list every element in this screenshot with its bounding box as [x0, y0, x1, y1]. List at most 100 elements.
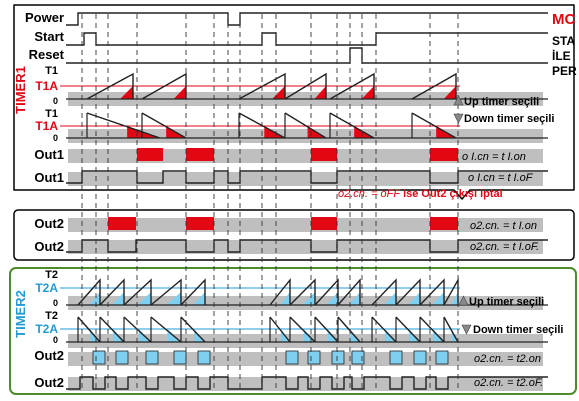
t2-up-ramp [314, 278, 339, 306]
out2-t2on-pulse [307, 350, 321, 365]
o2cn-t1of-param: o2.cn. = t I.oF. [470, 241, 539, 253]
header-line-2: İLE [552, 48, 571, 63]
t2-up-ramp [371, 278, 397, 306]
out2-t2on-pulse [331, 350, 345, 365]
t2-up-output-wedge [166, 292, 181, 305]
o2cn-t2of-param: o2.cn. = t2.oF. [474, 377, 543, 389]
frame-timer1 [13, 4, 575, 200]
t2-up-output-wedge [280, 292, 290, 305]
out-band [68, 377, 543, 391]
t2-down-ramp [269, 316, 291, 343]
out-band [68, 129, 543, 143]
t2-up-ramp [77, 278, 101, 306]
t2-down-ramp [99, 316, 125, 343]
frame-out2 [13, 209, 575, 261]
out1-off-label: Out1 [34, 170, 64, 185]
out-band [68, 352, 543, 366]
t2-up-output-wedge [408, 292, 420, 305]
down-triangle-icon [453, 113, 464, 124]
up-triangle-icon [453, 95, 464, 106]
t2a-up-label: T2A [35, 281, 58, 295]
power-label: Power [25, 10, 64, 25]
t2-down-label: T2 [45, 310, 58, 322]
t2-up-ramp [395, 278, 421, 306]
t2-down-output-wedge [90, 329, 100, 342]
t2-down-ramp [150, 316, 182, 343]
o2cn-off-note: ise Out2 çıkışı iptal [403, 188, 503, 200]
t2-up-triangle-icon [458, 295, 469, 306]
threshold-reference-lines [60, 85, 460, 330]
t1-down-ramp [411, 112, 457, 139]
t2a-down-label: T2A [35, 322, 58, 336]
t2-up-ramp [180, 278, 206, 306]
t1-up-output-wedge [173, 86, 186, 99]
out1-on-pulse [430, 148, 458, 161]
out2-t1on-pulse [311, 217, 337, 230]
out2-t2on-pulse [173, 350, 187, 365]
t2-up-ramp [337, 278, 361, 306]
t2-up-ramp [289, 278, 316, 306]
out1-on-pulse [311, 148, 337, 161]
t2-down-ramp [289, 316, 316, 343]
t1a-down-label: T1A [35, 119, 58, 133]
t1-up-ramp [411, 72, 457, 100]
t1-up-ramp [329, 72, 375, 100]
t2-zero-up-label: 0 [53, 298, 58, 308]
out2-t2on-pulse [413, 350, 427, 365]
t1-up-output-wedge [272, 86, 285, 99]
t2-down-output-wedge [194, 329, 205, 342]
o1cn-ton-param: o I.cn = t I.on [462, 151, 526, 163]
t2-up-output-wedge [326, 292, 338, 305]
out2-t2on-pulse [92, 350, 106, 365]
reset-label: Reset [29, 47, 65, 62]
t1-up-output-wedge [361, 86, 374, 99]
t2-down-ramp [419, 316, 445, 343]
t2-down-ramp [314, 316, 339, 343]
out2-t2on-label: Out2 [34, 348, 64, 363]
t2-down-ramp [443, 316, 459, 343]
t1-up-output-wedge [314, 86, 326, 99]
t2-up-ramp [150, 278, 182, 306]
o2cn-t2on-param: o2.cn. = t2.on [474, 353, 541, 365]
t2-down-ramp [337, 316, 361, 343]
t2-up-ramp [419, 278, 445, 306]
header-title: MC [552, 11, 575, 28]
o1cn-tof-param: o I.cn = t I.oF [468, 172, 534, 184]
reset-waveform [66, 47, 548, 64]
timer2-down-caption: Down timer seçili [473, 324, 563, 336]
t1a-up-label: T1A [35, 79, 58, 93]
timer2-up-caption: Up timer seçili [469, 296, 544, 308]
power-waveform [66, 12, 548, 26]
t2-up-ramp [123, 278, 152, 306]
out2-t2of-waveform [66, 376, 548, 390]
zero-up-label: 0 [53, 96, 58, 106]
out2-t2on-pulse [115, 350, 129, 365]
out2-t2on-pulse [285, 350, 299, 365]
t2-down-triangle-icon [461, 324, 472, 335]
t2-down-output-wedge [327, 329, 338, 342]
t2-up-label: T2 [45, 269, 58, 281]
out2-on-label: Out2 [34, 216, 64, 231]
out2-t2on-pulse [145, 350, 159, 365]
header-line-1: STA [552, 34, 575, 48]
t1-down-ramp [86, 112, 161, 139]
start-label: Start [34, 29, 64, 44]
out2-t1on-pulse [430, 217, 458, 230]
t2-down-ramp [123, 316, 152, 343]
out2-t2on-pulse [351, 350, 365, 365]
t2-up-output-wedge [451, 292, 458, 305]
t1-up-output-wedge [443, 86, 456, 99]
t2-up-output-wedge [89, 292, 100, 305]
out1-on-pulse [137, 148, 163, 161]
t2-zero-down-label: 0 [53, 335, 58, 345]
waveforms [66, 12, 548, 390]
zero-down-label: 0 [53, 133, 58, 143]
t2-up-output-wedge [302, 292, 315, 305]
t1-down-label: T1 [45, 108, 58, 120]
t1-down-ramp [284, 112, 327, 139]
t1-up-label: T1 [45, 65, 58, 77]
t2-up-output-wedge [349, 292, 360, 305]
